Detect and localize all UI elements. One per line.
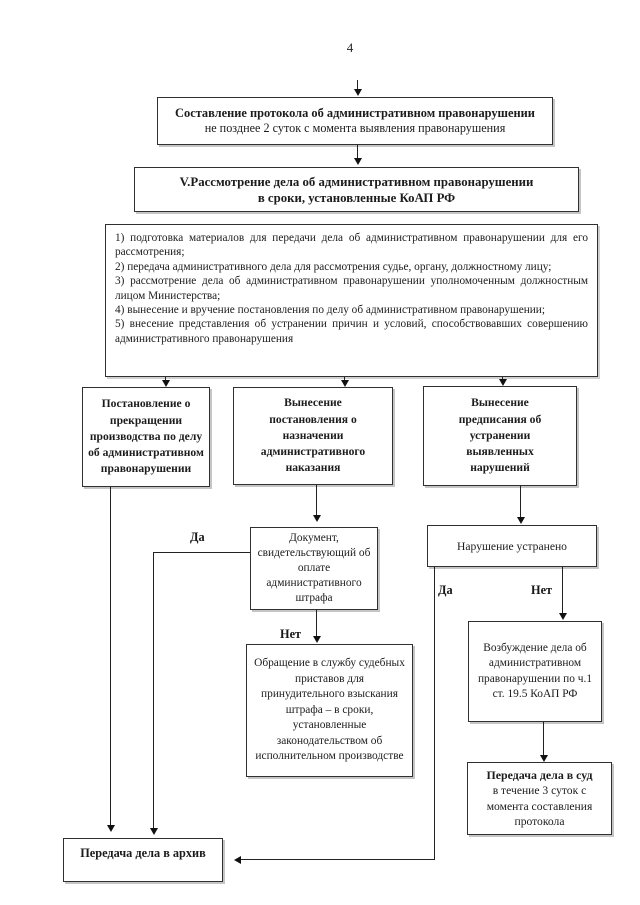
review-stage-line1: V.Рассмотрение дела об административном … (179, 174, 534, 189)
connector-process-to-termination (165, 377, 166, 381)
arrowhead-left-icon (234, 856, 241, 864)
protocol-box-subtitle: не позднее 2 суток с момента выявления п… (204, 121, 506, 135)
bailiffs-box-label: Обращение в службу судебных приставов дл… (254, 656, 405, 763)
archive-box: Передача дела в архив (63, 838, 223, 882)
violation-fixed-box: Нарушение устранено (427, 525, 597, 567)
arrowhead-down-icon (313, 515, 321, 522)
termination-box: Постановление о прекращении производства… (82, 387, 210, 487)
payment-doc-box: Документ, свидетельствующий об оплате ад… (250, 527, 378, 610)
process-step-1: 1) подготовка материалов для передачи де… (115, 232, 588, 259)
connector-top-to-protocol (357, 80, 358, 90)
page-number: 4 (346, 40, 354, 55)
connector-process-to-prescription (502, 377, 503, 380)
arrowhead-down-icon (517, 517, 525, 524)
connector-paymentdoc-yes-vertical (153, 552, 154, 828)
court-box-subtitle: в течение 3 суток с момента составления … (486, 784, 593, 828)
violation-fixed-label: Нарушение устранено (457, 539, 567, 553)
connector-protocol-to-review (357, 145, 358, 158)
connector-newcase-to-court (543, 722, 544, 755)
arrowhead-down-icon (354, 89, 362, 96)
new-case-label: Возбуждение дела об административном пра… (477, 641, 593, 700)
connector-prescription-to-violation (520, 486, 521, 517)
yes-label-violation: Да (438, 583, 453, 597)
connector-process-to-penalty (344, 377, 345, 381)
bailiffs-box: Обращение в службу судебных приставов дл… (246, 644, 413, 777)
arrowhead-down-icon (559, 613, 567, 620)
archive-box-label: Передача дела в архив (80, 846, 206, 860)
connector-violation-yes-horizontal (240, 859, 435, 860)
review-stage-line2: в сроки, установленные КоАП РФ (257, 190, 456, 205)
termination-box-label: Постановление о прекращении производства… (88, 397, 204, 476)
arrowhead-down-icon (341, 380, 349, 387)
arrowhead-down-icon (150, 828, 158, 835)
protocol-box: Составление протокола об административно… (157, 97, 553, 145)
review-stage-box: V.Рассмотрение дела об административном … (134, 167, 579, 212)
arrowhead-down-icon (354, 158, 362, 165)
payment-doc-label: Документ, свидетельствующий об оплате ад… (257, 532, 371, 604)
connector-penalty-to-paymentdoc (316, 485, 317, 515)
connector-violation-no (562, 567, 563, 613)
process-steps-box: 1) подготовка материалов для передачи де… (105, 224, 598, 377)
process-step-4: 4) вынесение и вручение постановления по… (115, 304, 545, 317)
process-step-2: 2) передача административного дела для р… (115, 260, 552, 273)
prescription-box: Вынесение предписания об устранении выяв… (423, 386, 577, 486)
no-label-payment: Нет (280, 627, 302, 641)
yes-label-payment: Да (190, 530, 205, 544)
connector-paymentdoc-no (316, 610, 317, 636)
process-step-5: 5) внесение представления об устранении … (115, 318, 588, 345)
court-box-title: Передача дела в суд (486, 767, 593, 782)
arrowhead-down-icon (313, 636, 321, 643)
connector-paymentdoc-yes-horizontal (153, 552, 250, 553)
arrowhead-down-icon (499, 379, 507, 386)
court-box: Передача дела в суд в течение 3 суток с … (467, 762, 612, 835)
arrowhead-down-icon (162, 380, 170, 387)
connector-violation-yes-vertical (434, 567, 435, 860)
arrowhead-down-icon (540, 755, 548, 762)
arrowhead-down-icon (107, 825, 115, 832)
prescription-box-label: Вынесение предписания об устранении выяв… (458, 396, 542, 475)
new-case-box: Возбуждение дела об административном пра… (468, 621, 602, 722)
penalty-box-label: Вынесение постановления о назначении адм… (260, 396, 366, 475)
no-label-violation: Нет (531, 583, 553, 597)
process-step-3: 3) рассмотрение дела об административном… (115, 275, 588, 302)
connector-termination-to-archive (110, 487, 111, 825)
protocol-box-title: Составление протокола об административно… (175, 105, 535, 120)
penalty-box: Вынесение постановления о назначении адм… (233, 387, 393, 485)
